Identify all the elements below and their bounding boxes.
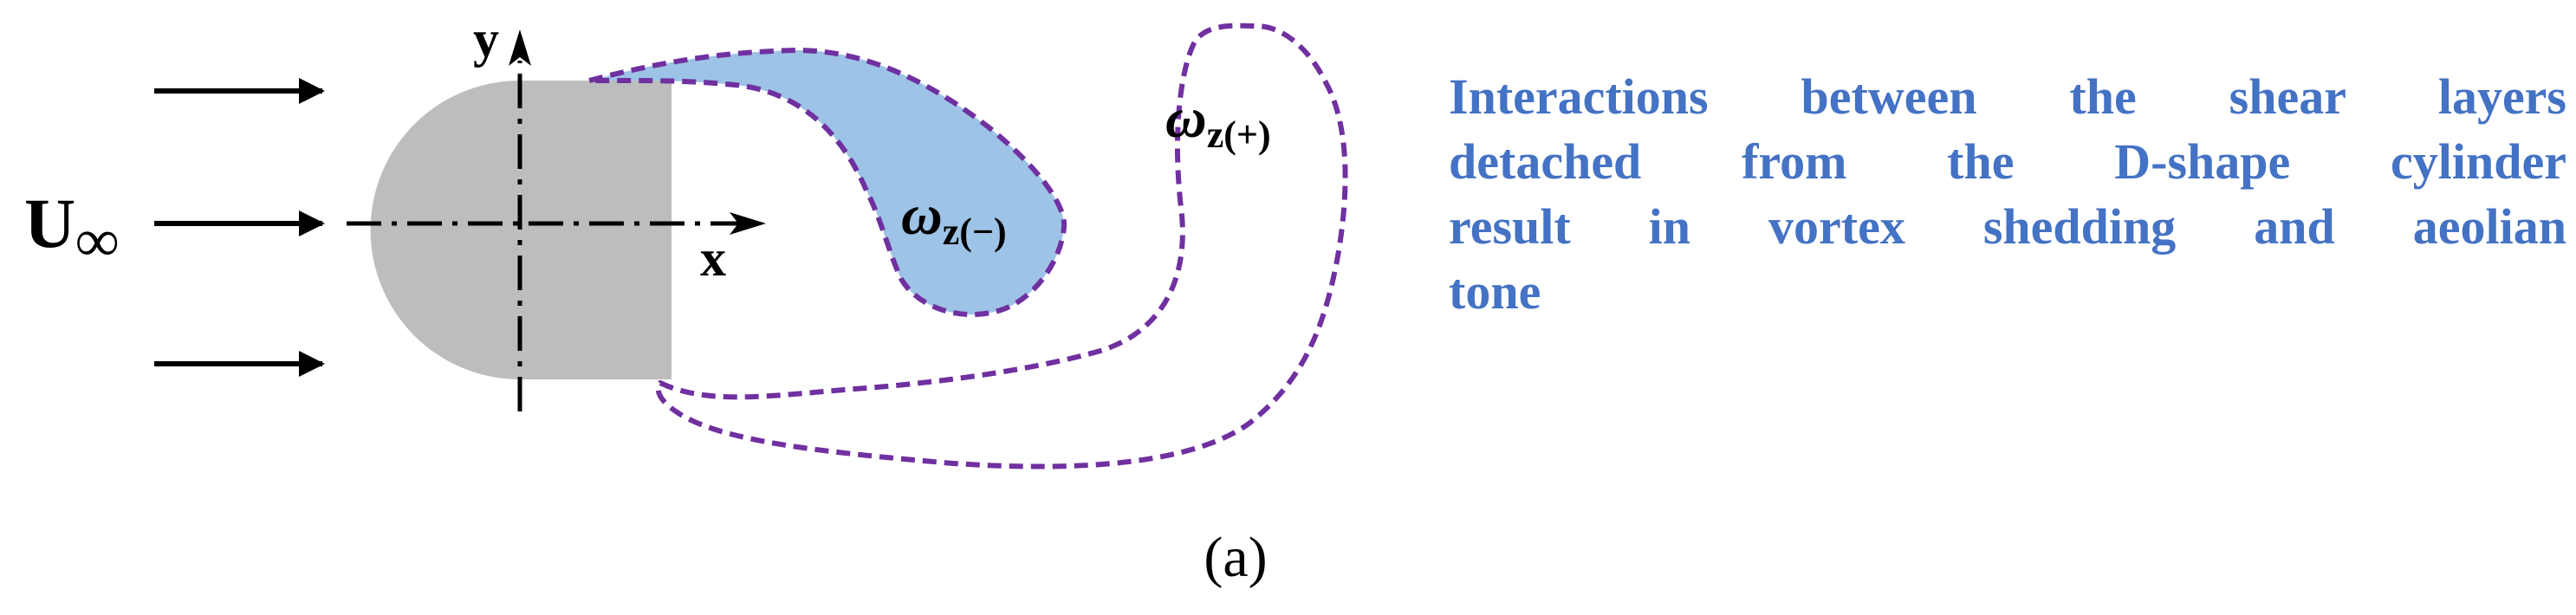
vortex-negative-region (587, 48, 1067, 318)
x-axis-arrowhead (730, 212, 766, 235)
y-axis-arrowhead (509, 29, 531, 66)
x-axis-label: x (700, 230, 726, 287)
omega-negative-subscript: z(−) (943, 210, 1007, 253)
freestream-subscript: ∞ (75, 208, 119, 275)
description-text: Interactions between the shear layers de… (1449, 64, 2566, 324)
omega-positive-subscript: z(+) (1207, 113, 1271, 156)
description-line-4: tone (1449, 263, 1541, 320)
omega-positive-label: ωz(+) (1165, 87, 1271, 156)
d-shape-cylinder (370, 81, 672, 379)
description-line-1: Interactions between the shear layers (1449, 68, 2566, 125)
description-line-3: result in vortex shedding and aeolian (1449, 198, 2566, 255)
y-axis-label: y (473, 10, 499, 68)
description-line-2: detached from the D-shape cylinder (1449, 133, 2566, 190)
panel-label: (a) (1204, 526, 1267, 589)
omega-negative-label: ωz(−) (901, 184, 1007, 253)
freestream-label: U∞ (24, 184, 119, 275)
vortex-positive-region (655, 23, 1348, 469)
